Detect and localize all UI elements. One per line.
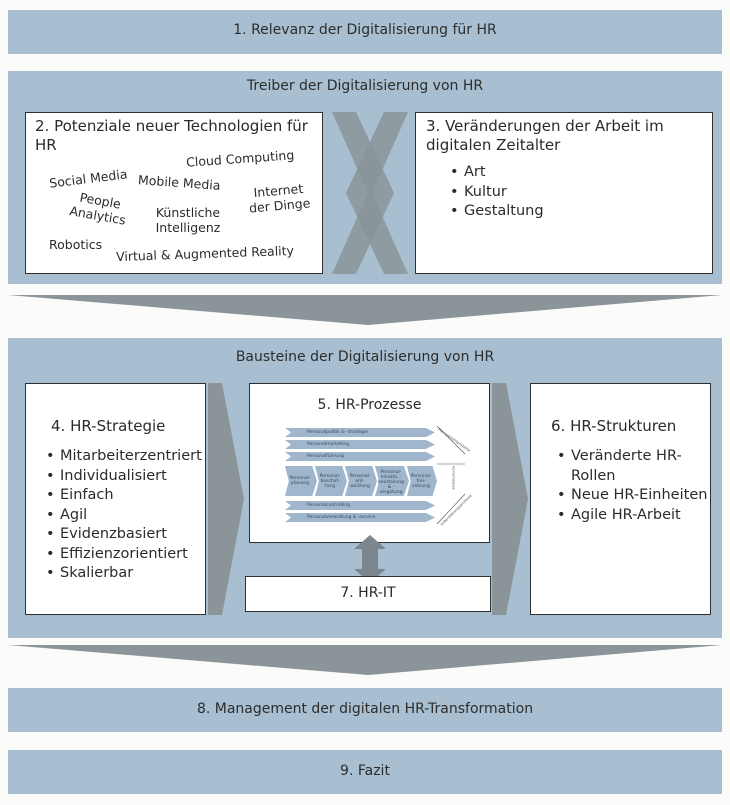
- process-label: Personalmarketing: [307, 442, 350, 447]
- hr-prozesse-box: 5. HR-Prozesse Personalpolitik & -strate…: [249, 383, 490, 543]
- process-middle-5: [407, 466, 437, 496]
- list-item: Veränderte HR-Rollen: [557, 447, 711, 486]
- list-item: Individualisiert: [46, 467, 202, 487]
- tech-people-analytics: People Analytics: [68, 189, 127, 228]
- list-item: Gestaltung: [450, 202, 544, 222]
- arrow-right-icon: [492, 383, 528, 615]
- list-item: Einfach: [46, 486, 202, 506]
- treiber-title: Treiber der Digitalisierung von HR: [246, 78, 484, 94]
- tech-robotics: Robotics: [49, 237, 103, 252]
- hr-strategie-list: Mitarbeiterzentriert Individualisiert Ei…: [42, 447, 202, 584]
- process-label: Personal-planung: [289, 476, 311, 486]
- process-row-bottom-2: [285, 513, 435, 522]
- process-middle-4: [375, 466, 409, 496]
- hr-strukturen-list: Veränderte HR-Rollen Neue HR-Einheiten A…: [553, 447, 711, 525]
- tech-internet-der-dinge: Internet der Dinge: [248, 180, 311, 216]
- technologien-title: 2. Potenziale neuer Technologien für HR: [35, 117, 308, 154]
- process-side-label: Kernprozesse: [451, 466, 456, 490]
- technologien-box: 2. Potenziale neuer Technologien für HR …: [25, 112, 323, 274]
- process-side-lines: [436, 425, 466, 525]
- process-label: Personalcontrolling: [307, 503, 350, 508]
- section-8-band: 8. Management der digitalen HR-Transform…: [8, 688, 722, 732]
- hr-prozesse-title: 5. HR-Prozesse: [317, 397, 422, 413]
- tech-virtual-augmented-reality: Virtual & Augmented Reality: [115, 242, 295, 265]
- section-9-band: 9. Fazit: [8, 750, 722, 794]
- process-diagram: Personalpolitik & -strategie Personalmar…: [277, 424, 473, 529]
- process-label: Personalführung: [307, 454, 344, 459]
- hr-strukturen-box: 6. HR-Strukturen Veränderte HR-Rollen Ne…: [530, 383, 711, 615]
- process-row-top-1: [285, 428, 435, 437]
- bowtie-arrows: [332, 112, 408, 274]
- hr-strategie-box: 4. HR-Strategie Mitarbeiterzentriert Ind…: [25, 383, 206, 615]
- process-label: Personal-einsatz, -beurteilung & -vergüt…: [378, 470, 404, 495]
- section-1-title: 1. Relevanz der Digitalisierung für HR: [233, 22, 497, 38]
- process-row-top-3: [285, 452, 435, 461]
- tech-social-media: Social Media: [48, 166, 129, 191]
- bausteine-title: Bausteine der Digitalisierung von HR: [235, 349, 495, 365]
- list-item: Kultur: [450, 183, 544, 203]
- process-middle-2: [315, 466, 347, 496]
- arrow-right-icon: [208, 383, 244, 615]
- double-arrow-icon: [354, 535, 386, 583]
- list-item: Neue HR-Einheiten: [557, 486, 711, 506]
- list-item: Art: [450, 163, 544, 183]
- hr-it-title: 7. HR-IT: [340, 585, 396, 601]
- chevron-down-icon: [8, 645, 722, 675]
- hr-strukturen-title: 6. HR-Strukturen: [551, 417, 677, 435]
- list-item: Skalierbar: [46, 564, 202, 584]
- section-9-title: 9. Fazit: [340, 763, 390, 779]
- process-label: Personal-ent-wicklung: [349, 474, 371, 489]
- process-label: Personal-beschaf-fung: [319, 474, 341, 489]
- process-label: Personal-frei-setzung: [410, 474, 432, 489]
- list-item: Mitarbeiterzentriert: [46, 447, 202, 467]
- veraenderungen-list: Art Kultur Gestaltung: [446, 163, 544, 222]
- chevron-down-icon: [8, 295, 722, 325]
- process-row-bottom-1: [285, 501, 435, 510]
- section-8-title: 8. Management der digitalen HR-Transform…: [196, 701, 534, 717]
- veraenderungen-box: 3. Veränderungen der Arbeit im digitalen…: [415, 112, 713, 274]
- list-item: Agil: [46, 506, 202, 526]
- tech-kuenstliche-intelligenz: Künstliche Intelligenz: [155, 205, 221, 235]
- list-item: Evidenzbasiert: [46, 525, 202, 545]
- hr-it-box: 7. HR-IT: [245, 576, 491, 612]
- process-label: Personalverwaltung & -service: [307, 515, 376, 520]
- hr-strategie-title: 4. HR-Strategie: [51, 417, 166, 435]
- veraenderungen-title: 3. Veränderungen der Arbeit im digitalen…: [426, 117, 664, 154]
- process-row-top-2: [285, 440, 435, 449]
- list-item: Agile HR-Arbeit: [557, 506, 711, 526]
- process-middle-3: [345, 466, 377, 496]
- section-1-band: 1. Relevanz der Digitalisierung für HR: [8, 10, 722, 54]
- arrow-left-shape: [346, 112, 408, 274]
- arrow-right-shape: [332, 112, 394, 274]
- tech-mobile-media: Mobile Media: [137, 172, 221, 193]
- process-label: Personalpolitik & -strategie: [307, 430, 368, 435]
- process-middle-1: [285, 466, 317, 496]
- list-item: Effizienzorientiert: [46, 545, 202, 565]
